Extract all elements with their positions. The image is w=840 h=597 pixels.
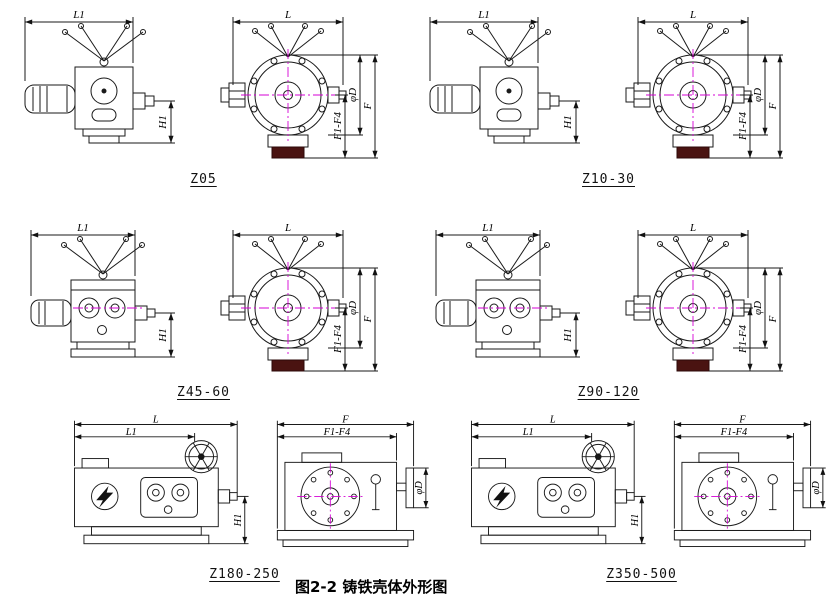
z90-120-side-view xyxy=(420,218,595,378)
z10-30-side-view xyxy=(420,5,595,165)
figure-caption: 图2-2 铸铁壳体外形图 xyxy=(295,578,448,596)
z350-500-front-view xyxy=(663,415,838,557)
z10-30-front-view xyxy=(602,5,797,170)
group-z10-30: Z10-30 xyxy=(420,5,797,197)
model-label-z10-30: Z10-30 xyxy=(582,172,635,187)
z180-250-front-view xyxy=(266,415,441,557)
z05-front-view xyxy=(197,5,392,170)
model-label-z350-500: Z350-500 xyxy=(606,567,677,582)
group-z90-120: Z90-120 xyxy=(420,218,797,410)
z90-120-front-view xyxy=(602,218,797,383)
group-z45-60: Z45-60 xyxy=(15,218,392,410)
z45-60-front-view xyxy=(197,218,392,383)
z180-250-side-view xyxy=(48,415,258,557)
model-label-z90-120: Z90-120 xyxy=(577,385,640,400)
model-label-z05: Z05 xyxy=(190,172,217,187)
model-label-z180-250: Z180-250 xyxy=(209,567,280,582)
z45-60-side-view xyxy=(15,218,190,378)
z350-500-side-view xyxy=(445,415,655,557)
group-z180-250: Z180-250 xyxy=(48,415,441,587)
z05-side-view xyxy=(15,5,190,165)
model-label-z45-60: Z45-60 xyxy=(177,385,230,400)
group-z05: Z05 xyxy=(15,5,392,197)
group-z350-500: Z350-500 xyxy=(445,415,838,587)
